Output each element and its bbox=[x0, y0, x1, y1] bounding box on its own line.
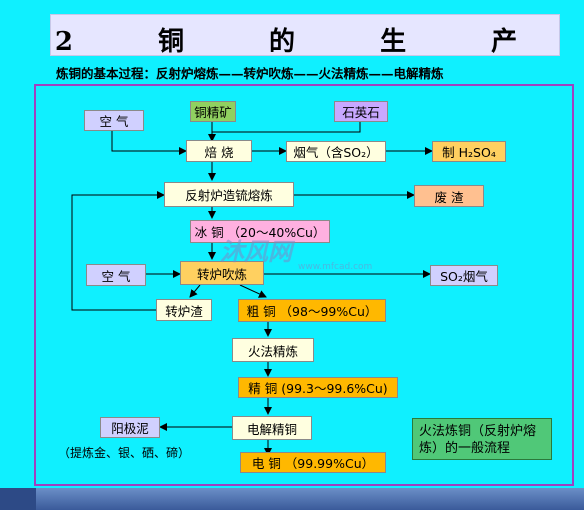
watermark-url: www.mfcad.com bbox=[298, 262, 373, 272]
diagram-frame bbox=[34, 84, 574, 486]
node-fire-refining: 火法精炼 bbox=[232, 338, 314, 362]
watermark-text: 沐风网 bbox=[220, 238, 292, 266]
node-electrolytic-copper: 电 铜 （99.99%Cu） bbox=[240, 452, 386, 473]
node-electrolytic-refining: 电解精铜 bbox=[232, 416, 312, 440]
node-so2-gas: SO₂烟气 bbox=[430, 265, 498, 286]
node-air-2: 空 气 bbox=[86, 264, 146, 286]
node-roasting: 焙 烧 bbox=[186, 140, 252, 162]
node-quartz: 石英石 bbox=[334, 101, 388, 122]
node-refined-copper: 精 铜 (99.3～99.6%Cu) bbox=[238, 377, 398, 398]
node-flue-gas: 烟气（含SO₂） bbox=[286, 141, 386, 162]
node-slag: 废 渣 bbox=[414, 185, 484, 207]
node-reverberatory-smelting: 反射炉造锍熔炼 bbox=[164, 182, 294, 207]
node-matte: 冰 铜 （20～40%Cu） bbox=[190, 220, 330, 243]
page-title: 2 铜 的 生 产 bbox=[54, 27, 556, 57]
process-subtitle: 炼铜的基本过程：反射炉熔炼——转炉吹炼——火法精炼——电解精炼 bbox=[56, 66, 444, 81]
node-converter-blowing: 转炉吹炼 bbox=[180, 261, 264, 285]
process-note: 火法炼铜（反射炉熔炼）的一般流程 bbox=[412, 418, 552, 460]
node-copper-concentrate: 铜精矿 bbox=[190, 101, 236, 122]
node-air-1: 空 气 bbox=[84, 110, 144, 131]
title-bar: 2 铜 的 生 产 bbox=[50, 14, 560, 57]
bottom-strip bbox=[0, 488, 584, 510]
node-h2so4: 制 H₂SO₄ bbox=[432, 141, 506, 162]
bottom-corner bbox=[0, 488, 36, 510]
anode-mud-extraction-label: （提炼金、银、硒、碲） bbox=[58, 446, 191, 460]
node-converter-slag: 转炉渣 bbox=[156, 299, 212, 321]
node-anode-mud: 阳极泥 bbox=[100, 417, 160, 438]
node-blister-copper: 粗 铜 （98～99%Cu） bbox=[238, 299, 386, 322]
